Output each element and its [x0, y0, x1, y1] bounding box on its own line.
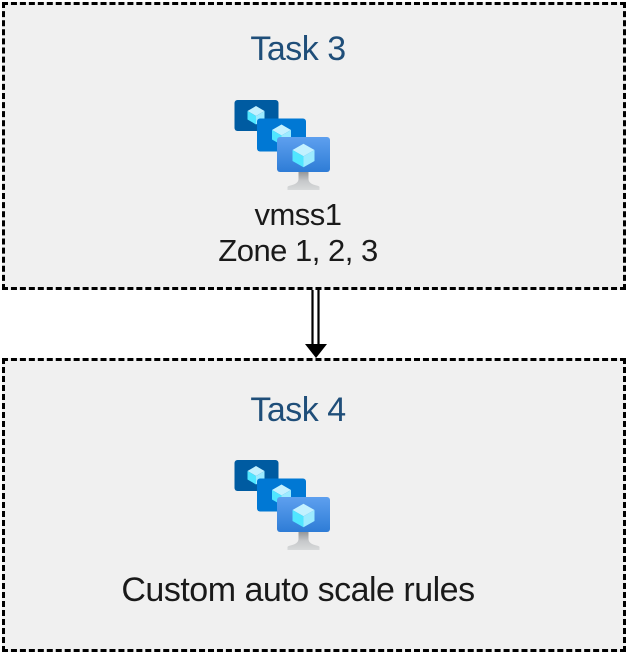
vm-scale-sets-icon	[234, 100, 330, 190]
vmss-zones-label: Zone 1, 2, 3	[218, 233, 378, 268]
vm-scale-sets-icon	[234, 460, 330, 550]
task-3-title: Task 3	[250, 30, 346, 68]
task-4-title: Task 4	[250, 391, 346, 429]
flow-arrow-down-icon	[305, 290, 327, 358]
task-3-labels: vmss1 Zone 1, 2, 3	[0, 197, 612, 269]
vmss-name-label: vmss1	[254, 197, 342, 232]
autoscale-rules-label: Custom auto scale rules	[121, 571, 475, 609]
